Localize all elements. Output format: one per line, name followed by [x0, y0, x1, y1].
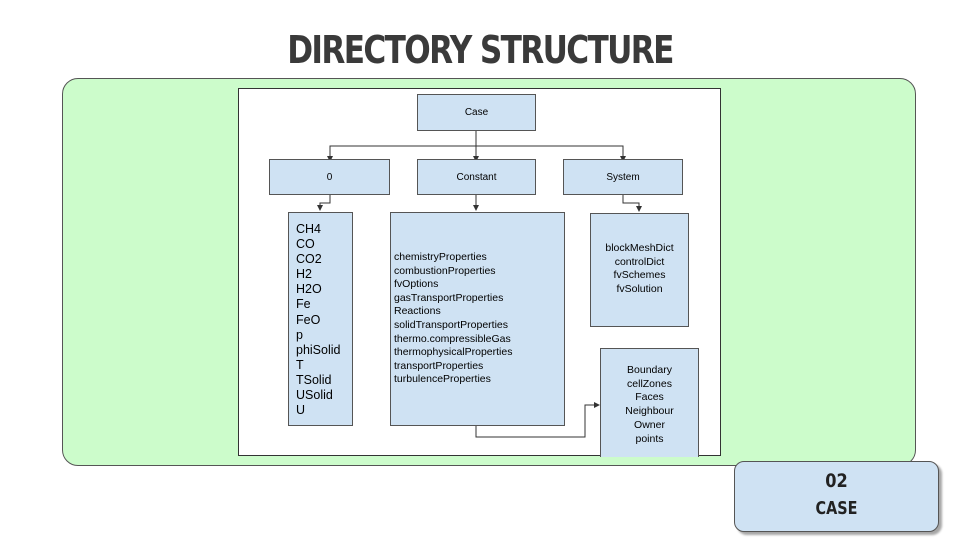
list-item: T — [296, 357, 304, 372]
case-box: Case — [417, 94, 536, 131]
list-item: cellZones — [627, 377, 672, 390]
list-item: transportProperties — [394, 359, 484, 372]
case-label: Case — [464, 107, 489, 118]
list-item: H2 — [296, 267, 312, 282]
list-item: fvOptions — [394, 278, 439, 291]
list-item: TSolid — [296, 372, 332, 387]
list-item: gasTransportProperties — [394, 291, 504, 304]
section-number: 02 — [825, 470, 848, 492]
list-item: controlDict — [614, 255, 665, 268]
system-dir-box: System — [563, 159, 683, 195]
polymesh-files-list: Boundary cellZones Faces Neighbour Owner… — [600, 364, 699, 446]
slide-title: DIRECTORY STRUCTURE — [287, 28, 674, 72]
connector-lines — [317, 131, 642, 438]
zero-files-list: CH4 CO CO2 H2 H2O Fe FeO p phiSolid T TS… — [296, 222, 340, 418]
section-badge: 02 CASE — [734, 461, 939, 532]
system-dir-label: System — [606, 171, 640, 183]
constant-dir-label: Constant — [456, 171, 497, 183]
list-item: H2O — [296, 282, 322, 297]
list-item: thermo.compressibleGas — [394, 332, 511, 345]
list-item: combustionProperties — [394, 264, 496, 277]
constant-files-box — [390, 212, 565, 426]
list-item: Faces — [635, 391, 664, 404]
list-item: turbulenceProperties — [394, 373, 491, 386]
list-item: thermophysicalProperties — [394, 346, 513, 359]
list-item: blockMeshDict — [605, 242, 674, 254]
list-item: chemistryProperties — [394, 251, 487, 263]
list-item: CO — [296, 237, 315, 252]
list-item: Fe — [296, 297, 311, 312]
list-item: CH4 — [296, 222, 322, 236]
connector-case-system — [476, 145, 626, 162]
zero-files-box — [288, 212, 353, 426]
list-item: points — [635, 432, 664, 445]
list-item: p — [296, 327, 303, 342]
list-item: FeO — [296, 312, 321, 327]
list-item: CO2 — [296, 252, 322, 267]
zero-dir-box: 0 — [269, 159, 390, 195]
system-files-list: blockMeshDict controlDict fvSchemes fvSo… — [590, 242, 689, 297]
connector-zero-files — [317, 195, 331, 211]
system-files-box — [590, 213, 689, 327]
list-item: Neighbour — [625, 405, 674, 418]
list-item: Boundary — [627, 364, 672, 376]
constant-dir-box: Constant — [417, 159, 536, 195]
list-item: Reactions — [394, 305, 441, 318]
list-item: phiSolid — [296, 342, 341, 357]
list-item: fvSolution — [616, 283, 663, 296]
directory-diagram: Case 0 Constant System CH4 CO CO2 H2 H2O… — [238, 88, 721, 457]
list-item: solidTransportProperties — [394, 318, 508, 331]
constant-files-list: chemistryProperties combustionProperties… — [394, 251, 512, 387]
connector-system-files — [622, 195, 642, 212]
section-label: CASE — [815, 498, 858, 519]
list-item: Owner — [634, 418, 665, 431]
list-item: fvSchemes — [613, 269, 666, 282]
list-item: U — [296, 403, 306, 418]
zero-dir-label: 0 — [326, 171, 333, 183]
connector-constant-polymesh — [475, 402, 600, 438]
polymesh-files-box — [600, 348, 699, 457]
connector-case-zero — [327, 131, 477, 162]
list-item: USolid — [296, 388, 333, 403]
